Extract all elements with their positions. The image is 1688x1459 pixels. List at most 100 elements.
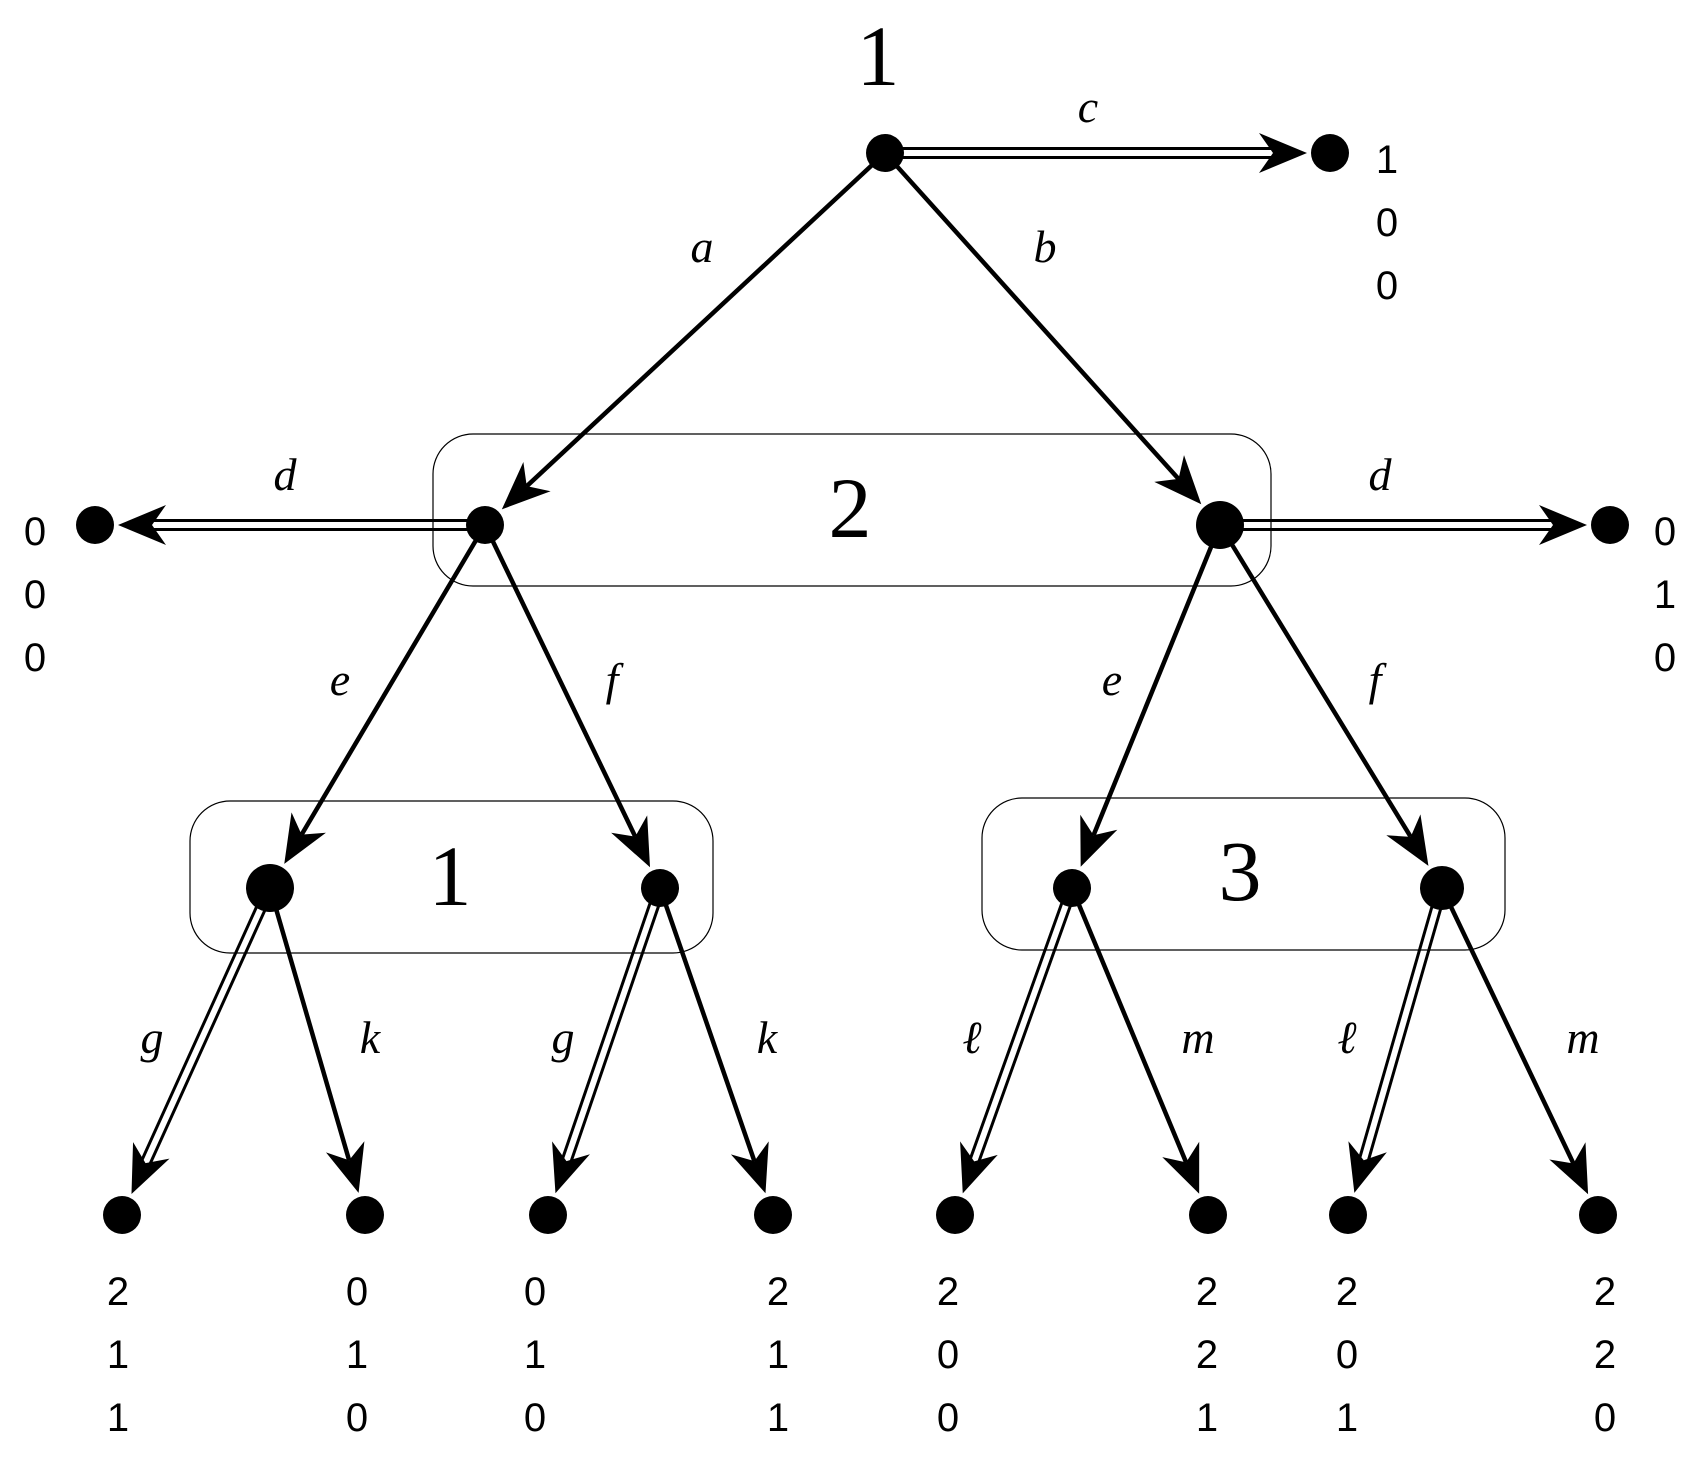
payoff-terminal-2: 0 1 0: [346, 1270, 368, 1440]
edge-m-1: [1069, 887, 1200, 1194]
payoff-t2-p3: 0: [346, 1396, 368, 1440]
edge-g-2: [552, 886, 666, 1194]
edge-c: [885, 133, 1307, 173]
info-set-3-box: [981, 797, 1506, 951]
tree-edges: [118, 133, 1589, 1195]
payoff-t3-p3: 0: [524, 1396, 546, 1440]
payoff-t4-p3: 1: [767, 1396, 789, 1440]
payoff-terminal-3: 0 1 0: [524, 1270, 546, 1440]
payoff-t3-p2: 1: [524, 1333, 546, 1377]
payoff-c-p3: 0: [1376, 264, 1398, 308]
edge-a: [501, 151, 887, 510]
root-node: [866, 134, 904, 172]
payoff-c-p2: 0: [1376, 201, 1398, 245]
node-1-right: [641, 869, 679, 907]
payoff-t5-p1: 2: [937, 1270, 959, 1314]
move-label-e-left: e: [330, 654, 350, 705]
payoff-terminal-1: 2 1 1: [107, 1270, 129, 1440]
payoff-terminal-5: 2 0 0: [937, 1270, 959, 1440]
edge-b: [883, 151, 1202, 505]
node-3-left: [1053, 869, 1091, 907]
payoff-dl-p3: 0: [24, 636, 46, 680]
payoff-t2-p2: 1: [346, 1333, 368, 1377]
payoff-t1-p1: 2: [107, 1270, 129, 1314]
terminal-node-8: [1579, 1196, 1617, 1234]
payoff-t1-p2: 1: [107, 1333, 129, 1377]
terminal-node-7: [1329, 1196, 1367, 1234]
payoff-t3-p1: 0: [524, 1270, 546, 1314]
edge-k-2: [657, 887, 769, 1194]
player-label-info-set-3: 3: [1219, 823, 1262, 919]
move-label-a: a: [691, 221, 714, 272]
payoff-terminal-6: 2 2 1: [1196, 1270, 1218, 1440]
payoff-t8-p1: 2: [1594, 1270, 1616, 1314]
node-3-right: [1420, 866, 1464, 910]
move-label-l-1: ℓ: [962, 1012, 982, 1063]
tree-nodes: [76, 134, 1629, 1234]
payoff-dr-p1: 0: [1654, 510, 1676, 554]
payoff-t5-p3: 0: [937, 1396, 959, 1440]
payoff-t8-p2: 2: [1594, 1333, 1616, 1377]
edge-m-2: [1439, 887, 1589, 1195]
edge-k-1: [267, 887, 365, 1193]
move-label-d-right: d: [1369, 449, 1393, 500]
edge-d-right: [1220, 505, 1587, 545]
node-1-left: [246, 864, 294, 912]
move-label-k-2: k: [757, 1012, 779, 1063]
payoff-dl-p1: 0: [24, 510, 46, 554]
terminal-node-4: [754, 1196, 792, 1234]
payoff-t7-p1: 2: [1336, 1270, 1358, 1314]
terminal-node-2: [346, 1196, 384, 1234]
edge-f-left: [482, 524, 651, 868]
edge-d-left: [118, 505, 485, 545]
move-label-g-1: g: [141, 1012, 164, 1063]
payoff-d-left: 0 0 0: [24, 510, 46, 680]
payoff-t6-p1: 2: [1196, 1270, 1218, 1314]
payoff-c-p1: 1: [1376, 138, 1398, 182]
move-label-l-2: ℓ: [1337, 1012, 1357, 1063]
payoff-dl-p2: 0: [24, 573, 46, 617]
edge-e-right: [1080, 524, 1223, 867]
terminal-node-5: [936, 1196, 974, 1234]
terminal-node-1: [103, 1196, 141, 1234]
player-label-root: 1: [857, 8, 900, 104]
terminal-node-3: [529, 1196, 567, 1234]
payoff-t8-p3: 0: [1594, 1396, 1616, 1440]
edge-f-right: [1218, 523, 1429, 866]
move-label-m-1: m: [1181, 1012, 1214, 1063]
move-label-f-left: f: [606, 654, 625, 705]
payoff-terminal-7: 2 0 1: [1336, 1270, 1358, 1440]
node-2-left: [466, 506, 504, 544]
move-label-g-2: g: [552, 1012, 575, 1063]
terminal-node-d-left: [76, 506, 114, 544]
payoff-t2-p1: 0: [346, 1270, 368, 1314]
node-2-right: [1196, 501, 1244, 549]
payoff-t6-p3: 1: [1196, 1396, 1218, 1440]
terminal-node-6: [1189, 1196, 1227, 1234]
player-label-info-set-2: 2: [829, 460, 872, 556]
payoff-t7-p2: 0: [1336, 1333, 1358, 1377]
move-label-b: b: [1034, 221, 1057, 272]
payoff-t4-p1: 2: [767, 1270, 789, 1314]
move-label-c: c: [1078, 81, 1098, 132]
payoff-d-right: 0 1 0: [1654, 510, 1676, 680]
payoff-t5-p2: 0: [937, 1333, 959, 1377]
edge-l-2: [1348, 886, 1448, 1193]
payoff-c: 1 0 0: [1376, 138, 1398, 308]
info-set-2-box: [432, 433, 1272, 587]
move-label-k-1: k: [360, 1012, 382, 1063]
payoff-t1-p3: 1: [107, 1396, 129, 1440]
payoff-dr-p3: 0: [1654, 636, 1676, 680]
payoff-terminal-8: 2 2 0: [1594, 1270, 1616, 1440]
edge-g-1: [131, 885, 276, 1195]
info-set-1-box: [189, 800, 714, 954]
terminal-node-c: [1311, 134, 1349, 172]
payoff-terminal-4: 2 1 1: [767, 1270, 789, 1440]
move-label-e-right: e: [1102, 654, 1122, 705]
edge-e-left: [284, 523, 487, 864]
payoff-t4-p2: 1: [767, 1333, 789, 1377]
payoff-dr-p2: 1: [1654, 573, 1676, 617]
payoff-t7-p3: 1: [1336, 1396, 1358, 1440]
terminal-node-d-right: [1591, 506, 1629, 544]
